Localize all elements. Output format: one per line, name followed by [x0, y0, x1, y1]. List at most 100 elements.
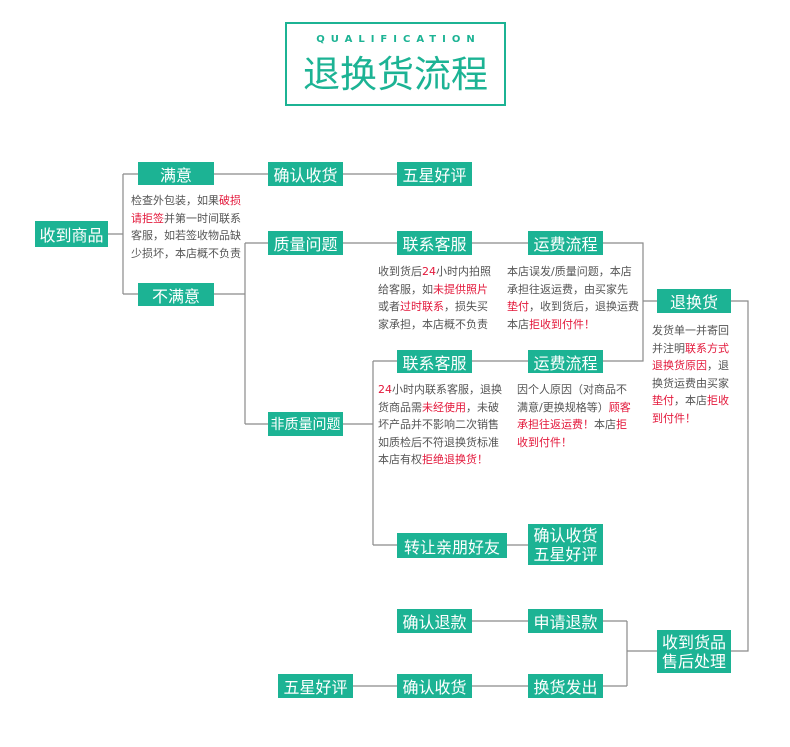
note-line: 换货运费由买家: [652, 375, 729, 393]
note-text: 并注明: [652, 341, 685, 355]
node-five-star-1: 五星好评: [397, 162, 472, 186]
note-text: 收到货后: [378, 265, 422, 278]
note-highlight: 承担往返运费！: [517, 418, 594, 431]
node-shipping-flow-1: 运费流程: [528, 231, 603, 255]
note-text: ，未破: [466, 400, 499, 414]
note-line: 检查外包装，如果破损: [131, 192, 241, 210]
note-highlight: 24: [378, 383, 392, 396]
note-line: 退换货原因，退: [652, 357, 729, 375]
note-quality-shipping: 本店误发/质量问题，本店承担往返运费，由买家先垫付，收到货后，退换运费本店拒收到…: [507, 263, 639, 333]
node-confirm-receipt-3: 确认收货: [397, 674, 472, 698]
note-line: 少损坏，本店概不负责: [131, 245, 241, 263]
note-highlight: 退换货原因: [652, 359, 707, 372]
note-text: 客服，如若签收物品缺: [131, 229, 241, 242]
note-text: 或者: [378, 300, 400, 313]
note-line: 24小时内联系客服，退换: [378, 381, 502, 399]
note-highlight: 未提供照片: [433, 282, 488, 296]
note-text: 检查外包装，如果: [131, 194, 219, 207]
note-text: 本店误发/质量问题，本店: [507, 265, 632, 278]
note-quality-contact: 收到货后24小时内拍照给客服，如未提供照片或者过时联系，损失买家承担，本店概不负…: [378, 263, 491, 333]
node-non-quality-issue: 非质量问题: [268, 412, 343, 436]
note-line: 本店误发/质量问题，本店: [507, 263, 639, 281]
note-highlight: 联系方式: [685, 341, 729, 355]
note-line: 或者过时联系，损失买: [378, 298, 491, 316]
note-text: 给客服，如: [378, 282, 433, 296]
note-highlight: 顾客: [608, 400, 631, 414]
connector-received-branch: [108, 173, 138, 295]
node-apply-refund: 申请退款: [528, 609, 603, 633]
page-title: 退换货流程: [303, 53, 488, 96]
note-line: 如质检后不符退换货标准: [378, 434, 502, 452]
note-highlight: 拒收: [707, 394, 729, 407]
header-subtitle: QUALIFICATION: [316, 34, 481, 45]
note-highlight: 拒绝退换货！: [422, 453, 488, 466]
node-five-star-3: 五星好评: [278, 674, 353, 698]
connector-return-aftersale: [731, 300, 749, 652]
note-line: 垫付，收到货后，退换运费: [507, 298, 639, 316]
note-line: 给客服，如未提供照片: [378, 281, 491, 299]
note-highlight: 垫付: [507, 300, 529, 313]
note-highlight: 请拒签: [131, 211, 164, 225]
node-quality-issue: 质量问题: [268, 231, 343, 255]
note-return-exchange: 发货单一并寄回并注明联系方式退换货原因，退换货运费由买家垫付，本店拒收到付件！: [652, 322, 729, 427]
note-text: 本店: [594, 418, 616, 431]
note-text: ，本店: [674, 394, 707, 407]
note-line: 承担往返运费，由买家先: [507, 281, 639, 299]
note-highlight: 破损: [219, 194, 241, 207]
note-line: 本店拒收到付件！: [507, 316, 639, 334]
note-line: 收到付件！: [517, 434, 631, 452]
note-inspect: 检查外包装，如果破损请拒签并第一时间联系客服，如若签收物品缺少损坏，本店概不负责: [131, 192, 241, 262]
node-line: 收到货品: [661, 632, 726, 652]
note-highlight: 拒收到付件！: [529, 317, 595, 331]
note-text: ，收到货后，退换运费: [529, 300, 639, 313]
note-text: 坏产品并不影响二次销售: [378, 418, 499, 431]
node-received-after-sale: 收到货品 售后处理: [657, 630, 731, 673]
note-line: 垫付，本店拒收: [652, 392, 729, 410]
note-highlight: 垫付: [652, 394, 674, 407]
note-text: ，损失买: [444, 300, 488, 313]
note-highlight: 到付件！: [652, 411, 696, 425]
node-unsatisfied: 不满意: [138, 283, 214, 306]
note-line: 家承担，本店概不负责: [378, 316, 491, 334]
note-highlight: 24: [422, 265, 436, 278]
node-confirm-refund: 确认退款: [397, 609, 472, 633]
note-highlight: 未经使用: [422, 400, 466, 414]
note-text: 本店: [507, 317, 529, 331]
note-line: 坏产品并不影响二次销售: [378, 416, 502, 434]
note-text: 因个人原因（对商品不: [517, 383, 627, 396]
note-highlight: 过时联系: [400, 300, 444, 313]
note-text: 发货单一并寄回: [652, 324, 729, 337]
node-confirm-five-star: 确认收货 五星好评: [528, 524, 603, 565]
note-highlight: 收到付件！: [517, 435, 572, 449]
node-transfer-friends: 转让亲朋好友: [397, 533, 507, 558]
note-line: 客服，如若签收物品缺: [131, 227, 241, 245]
node-contact-service-1: 联系客服: [397, 231, 472, 255]
note-text: 货商品需: [378, 400, 422, 414]
node-line: 确认收货: [533, 525, 598, 545]
note-text: 少损坏，本店概不负责: [131, 246, 241, 260]
note-text: 换货运费由买家: [652, 376, 729, 390]
note-nonquality-contact: 24小时内联系客服，退换货商品需未经使用，未破坏产品并不影响二次销售如质检后不符…: [378, 381, 502, 469]
note-text: 如质检后不符退换货标准: [378, 435, 499, 449]
note-text: 小时内联系客服，退换: [392, 383, 502, 396]
node-confirm-receipt-1: 确认收货: [268, 162, 343, 186]
node-contact-service-2: 联系客服: [397, 350, 472, 373]
node-line: 售后处理: [661, 651, 726, 671]
header-box: QUALIFICATION 退换货流程: [285, 22, 506, 106]
connector-unsatisfied-branch: [214, 242, 268, 425]
connector-nonquality-branch: [343, 360, 397, 546]
node-shipping-flow-2: 运费流程: [528, 350, 603, 373]
note-line: 承担往返运费！本店拒: [517, 416, 631, 434]
note-text: 满意/更换规格等）: [517, 400, 609, 414]
note-text: 并第一时间联系: [164, 211, 241, 225]
note-line: 因个人原因（对商品不: [517, 381, 631, 399]
note-text: 本店有权: [378, 453, 422, 466]
note-highlight: 拒: [616, 418, 627, 431]
connector-aftersale-branch: [603, 620, 657, 687]
note-line: 满意/更换规格等）顾客: [517, 399, 631, 417]
note-line: 发货单一并寄回: [652, 322, 729, 340]
note-line: 收到货后24小时内拍照: [378, 263, 491, 281]
note-text: 小时内拍照: [436, 265, 491, 278]
note-line: 请拒签并第一时间联系: [131, 210, 241, 228]
note-line: 并注明联系方式: [652, 340, 729, 358]
